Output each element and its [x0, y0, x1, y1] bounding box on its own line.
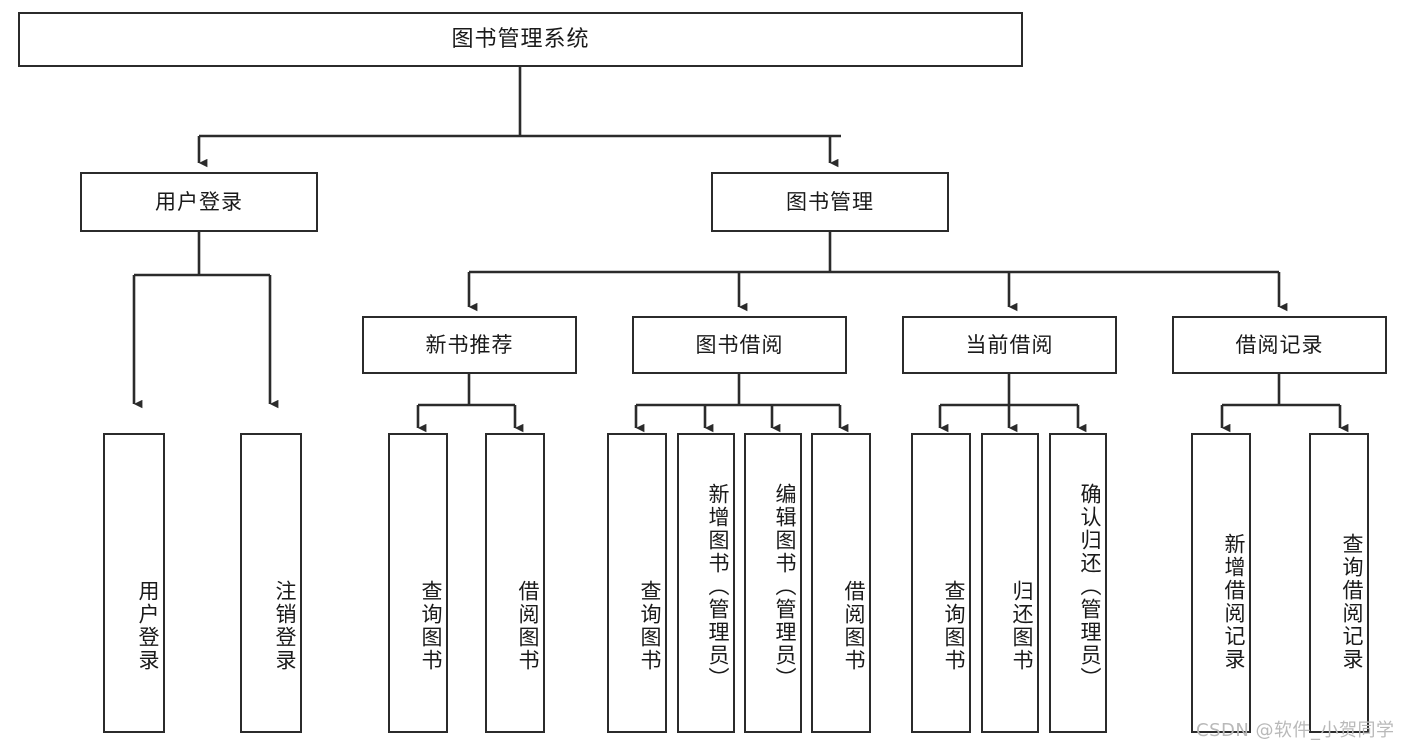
- leaf-label: 新增图书（管理员）: [706, 482, 730, 690]
- leaf-label: 借阅图书: [516, 580, 540, 672]
- leaf-label: 查询图书: [419, 580, 443, 672]
- leaf-user-login[interactable]: 用户登录: [103, 433, 165, 733]
- node-root-system[interactable]: 图书管理系统: [18, 12, 1023, 67]
- leaf-label: 查询借阅记录: [1340, 533, 1364, 671]
- node-borrow-record[interactable]: 借阅记录: [1172, 316, 1387, 374]
- node-user-login[interactable]: 用户登录: [80, 172, 318, 232]
- leaf-label: 确认归还（管理员）: [1078, 482, 1102, 690]
- leaf-add-book[interactable]: 新增图书（管理员）: [677, 433, 735, 733]
- leaf-query-book-1[interactable]: 查询图书: [388, 433, 448, 733]
- node-book-manage[interactable]: 图书管理: [711, 172, 949, 232]
- leaf-query-book-3[interactable]: 查询图书: [911, 433, 971, 733]
- leaf-return-book[interactable]: 归还图书: [981, 433, 1039, 733]
- csdn-watermark: CSDN @软件_小贺同学: [1196, 720, 1395, 741]
- leaf-label: 编辑图书（管理员）: [773, 482, 797, 690]
- node-current-borrow[interactable]: 当前借阅: [902, 316, 1117, 374]
- leaf-label: 新增借阅记录: [1222, 533, 1246, 671]
- leaf-borrow-book-2[interactable]: 借阅图书: [811, 433, 871, 733]
- leaf-query-record[interactable]: 查询借阅记录: [1309, 433, 1369, 733]
- leaf-label: 查询图书: [942, 580, 966, 672]
- leaf-label: 注销登录: [273, 580, 297, 672]
- node-new-book-recommend[interactable]: 新书推荐: [362, 316, 577, 374]
- leaf-borrow-book-1[interactable]: 借阅图书: [485, 433, 545, 733]
- leaf-label: 查询图书: [638, 580, 662, 672]
- leaf-edit-book[interactable]: 编辑图书（管理员）: [744, 433, 802, 733]
- leaf-add-record[interactable]: 新增借阅记录: [1191, 433, 1251, 733]
- leaf-query-book-2[interactable]: 查询图书: [607, 433, 667, 733]
- leaf-confirm-return[interactable]: 确认归还（管理员）: [1049, 433, 1107, 733]
- leaf-label: 归还图书: [1010, 580, 1034, 672]
- node-book-borrow[interactable]: 图书借阅: [632, 316, 847, 374]
- leaf-logout[interactable]: 注销登录: [240, 433, 302, 733]
- leaf-label: 借阅图书: [842, 580, 866, 672]
- leaf-label: 用户登录: [136, 580, 160, 672]
